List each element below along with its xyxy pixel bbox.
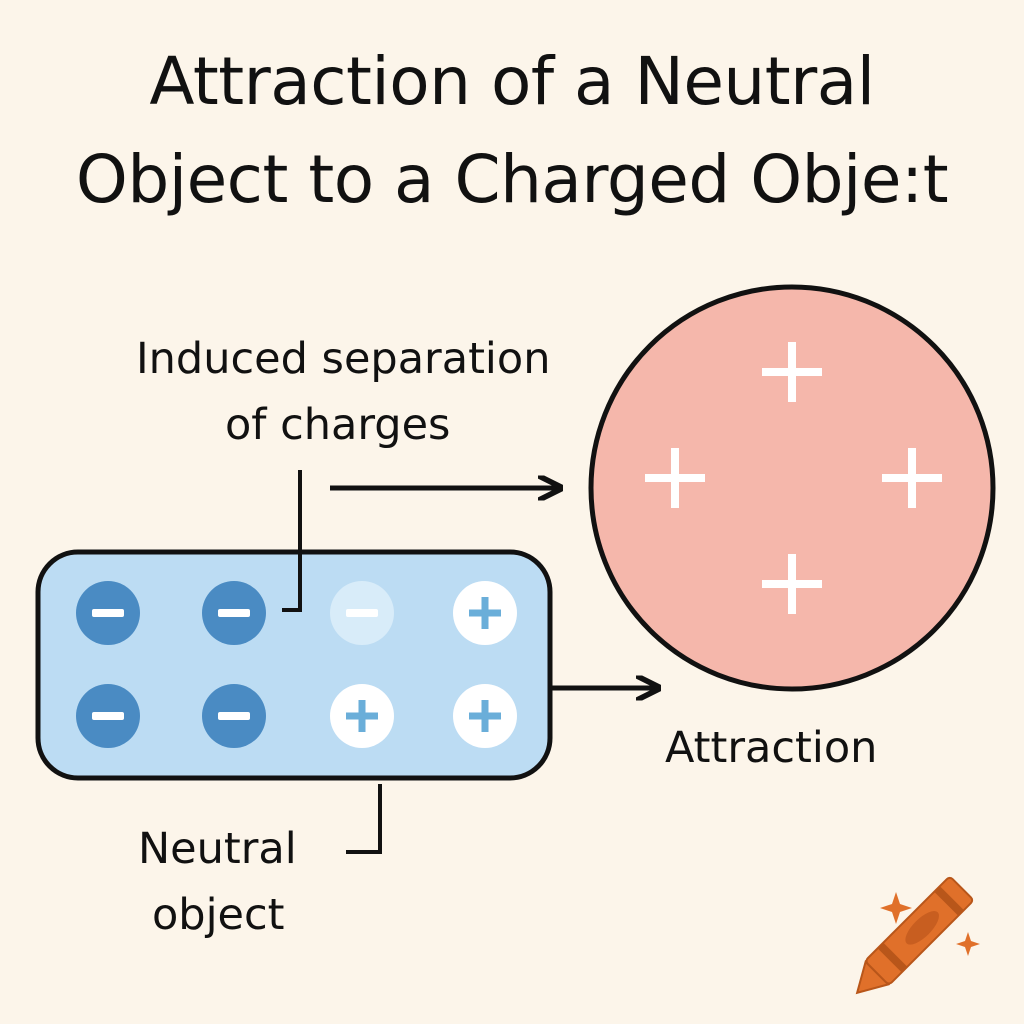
positive-charge <box>882 448 942 508</box>
negative-charge <box>202 581 266 645</box>
negative-charge <box>202 684 266 748</box>
crayon-icon <box>855 876 980 995</box>
neutral-leader-line <box>346 784 382 854</box>
title-line-2: Object to a Charged Obje:t <box>75 141 949 218</box>
negative-charge-faded <box>330 581 394 645</box>
positive-charge <box>330 684 394 748</box>
positive-charge <box>453 684 517 748</box>
negative-charge <box>76 581 140 645</box>
neutral-object-label-line-1: Neutral <box>138 824 297 874</box>
attraction-label: Attraction <box>665 723 878 773</box>
negative-charge <box>76 684 140 748</box>
induced-separation-label-line-2: of charges <box>225 400 451 450</box>
positive-charge <box>762 554 822 614</box>
positive-charge <box>645 448 705 508</box>
neutral-object <box>35 549 553 781</box>
charged-object <box>588 284 996 692</box>
positive-charge <box>453 581 517 645</box>
neutral-object-label-line-2: object <box>152 890 285 940</box>
title-line-1: Attraction of a Neutral <box>149 43 875 120</box>
induced-leader-line <box>282 470 302 612</box>
positive-charge <box>762 342 822 402</box>
induced-separation-label-line-1: Induced separation <box>136 334 551 384</box>
